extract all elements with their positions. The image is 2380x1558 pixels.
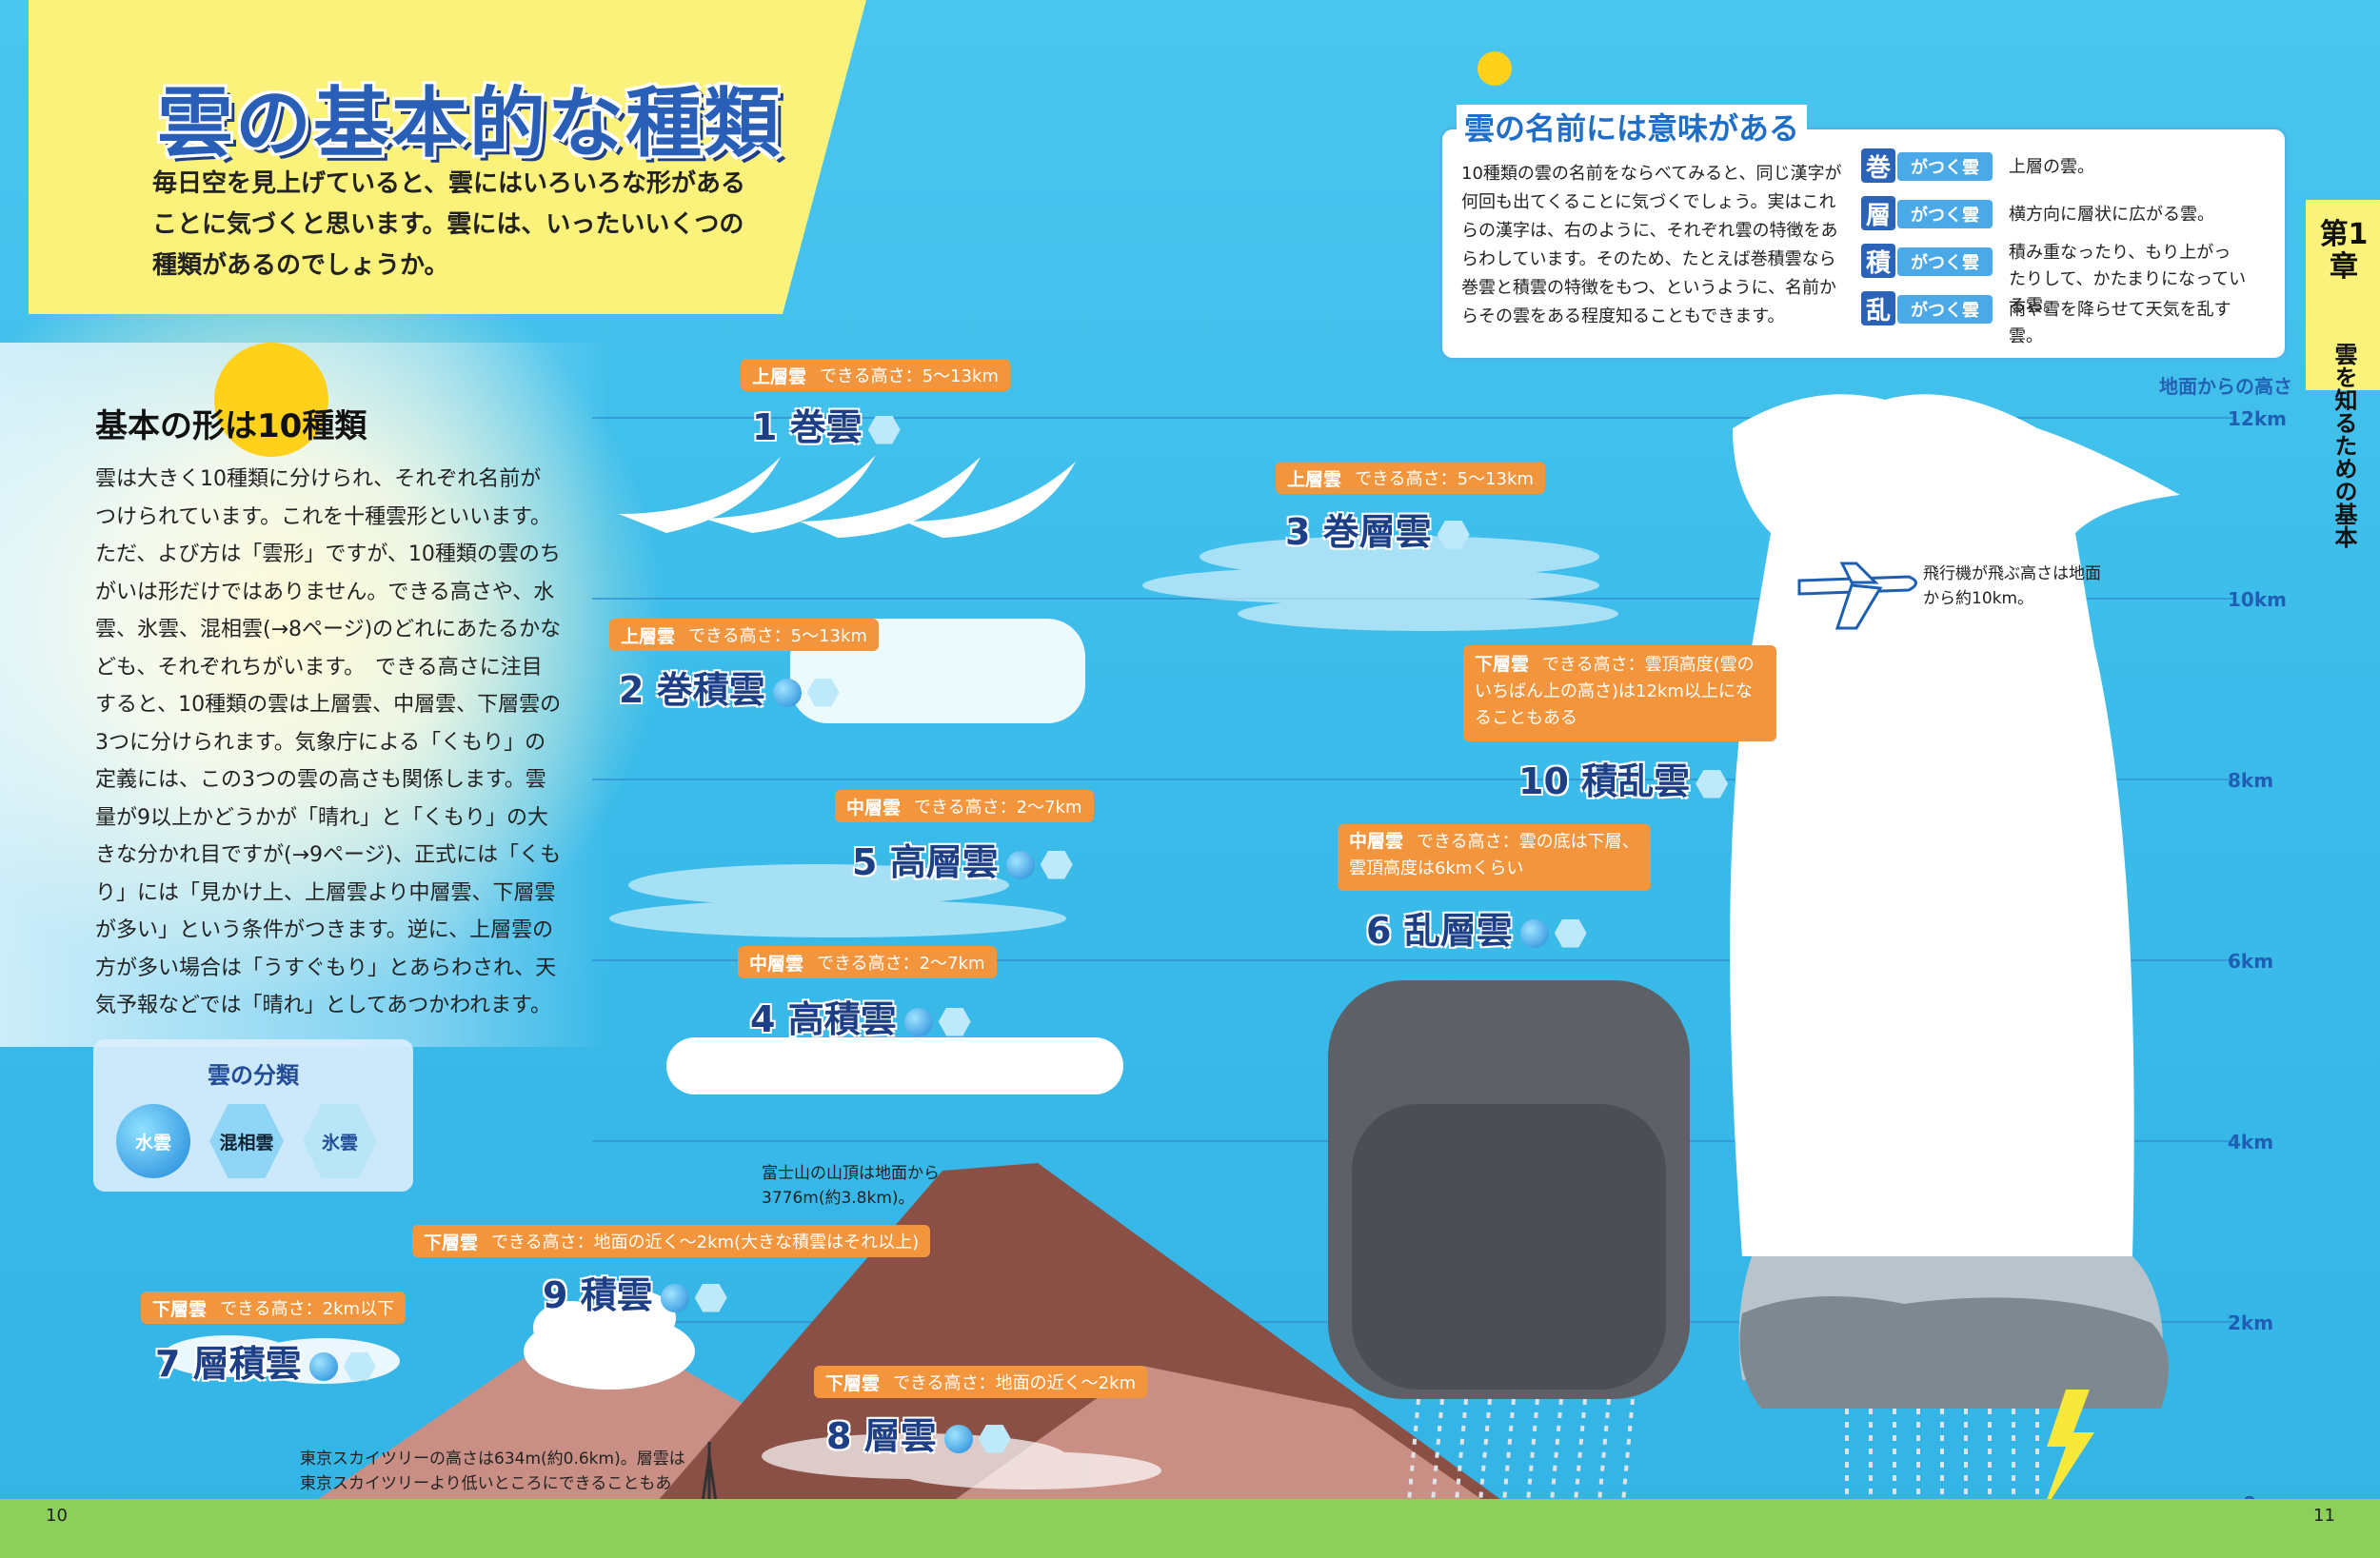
kanji-ran: 乱 <box>1861 291 1895 325</box>
cloud-name-stratocumulus: 7 層積雲 <box>155 1334 376 1387</box>
cirrostratus-cloud <box>1142 536 1618 631</box>
cloud-level-label: 下層雲できる高さ：地面の近く〜2km <box>814 1366 1148 1398</box>
cloud-level-label: 中層雲できる高さ：2〜7km <box>738 946 997 978</box>
cloud-level-label: 中層雲できる高さ：雲の底は下層、雲頂高度は6kmくらい <box>1338 824 1651 891</box>
cloud-level-label: 下層雲できる高さ：雲頂高度(雲のいちばん上の高さ)は12km以上になることもある <box>1463 645 1776 741</box>
mixed-cloud-icon <box>694 1283 727 1312</box>
water-cloud-icon <box>772 678 802 707</box>
cloud-name-nimbostratus: 6 乱層雲 <box>1366 901 1587 954</box>
water-cloud-icon <box>903 1007 933 1036</box>
water-cloud-icon <box>308 1351 338 1381</box>
section-title: 基本の形は10種類 <box>95 407 367 445</box>
altostratus-cloud <box>609 864 1066 937</box>
airplane-icon <box>1797 562 1917 630</box>
kanji-desc: 横方向に層状に広がる雲。 <box>2009 205 2214 225</box>
info-title: 雲の名前には意味がある <box>1457 105 1808 148</box>
ground <box>0 1499 2380 1558</box>
kanji-desc: 雨や雪を降らせて天気を乱す雲。 <box>2009 300 2231 346</box>
altocumulus-cloud <box>666 1037 1123 1095</box>
chapter-label: 第1章 <box>2319 218 2369 284</box>
tick-label: 12km <box>2228 407 2287 430</box>
info-text: 10種類の雲の名前をならべてみると、同じ漢字が何回も出てくることに気づくでしょう… <box>1461 164 1842 326</box>
water-cloud-icon <box>660 1283 689 1312</box>
text-background <box>0 343 609 1047</box>
rain-nimbostratus <box>1407 1398 1635 1503</box>
kanji-suffix: がつく雲 <box>1897 200 1993 228</box>
page-number-right: 11 <box>2313 1506 2335 1526</box>
rain-cumulonimbus <box>1845 1409 2039 1502</box>
page-title: 雲の基本的な種類 <box>157 79 782 168</box>
cloud-name-cumulonimbus: 10 積乱雲 <box>1518 752 1729 804</box>
legend-water-cloud: 水雲 <box>116 1104 190 1178</box>
nimbostratus-cloud <box>1328 980 1690 1399</box>
mixed-cloud-icon <box>938 1007 971 1036</box>
cumulonimbus-cloud <box>1730 394 2180 1409</box>
water-cloud-icon <box>1005 850 1035 879</box>
cloud-name-altocumulus: 4 高積雲 <box>750 990 971 1042</box>
mixed-cloud-icon <box>1040 850 1073 879</box>
cloud-name-cirrus: 1 巻雲 <box>752 398 901 450</box>
cloud-name-stratus: 8 層雲 <box>826 1407 1011 1459</box>
legend-mixed-cloud: 混相雲 <box>209 1104 284 1178</box>
mixed-cloud-icon <box>1696 769 1729 799</box>
tick-label: 2km <box>2228 1311 2274 1334</box>
cloud-name-altostratus: 5 高層雲 <box>852 833 1073 885</box>
cloud-name-cirrostratus: 3 巻層雲 <box>1285 503 1470 555</box>
ice-cloud-icon <box>1437 520 1470 549</box>
section-body: 雲は大きく10種類に分けられ、それぞれ名前がつけられています。これを十種雲形とい… <box>95 467 562 1017</box>
mixed-cloud-icon <box>978 1424 1011 1453</box>
tick-label: 4km <box>2228 1131 2274 1154</box>
ice-cloud-icon <box>867 415 901 444</box>
chapter-tab <box>2306 200 2380 390</box>
airplane-note: 飛行機が飛ぶ高さは地面から約10km。 <box>1923 564 2101 608</box>
mixed-cloud-icon <box>1554 918 1587 948</box>
cirrus-cloud <box>619 455 1076 538</box>
tick-label: 8km <box>2228 769 2274 792</box>
legend-ice-cloud: 氷雲 <box>303 1104 377 1178</box>
legend-title: 雲の分類 <box>208 1062 299 1089</box>
skytree-icon <box>701 1442 718 1503</box>
water-cloud-icon <box>943 1424 973 1453</box>
grid-line-6km <box>592 959 2234 961</box>
cloud-level-label: 上層雲できる高さ：5〜13km <box>741 359 1010 391</box>
title-panel <box>29 0 866 314</box>
lightning-icon <box>2042 1390 2094 1513</box>
fuji-note: 富士山の山頂は地面から3776m(約3.8km)。 <box>762 1164 940 1208</box>
cloud-level-label: 中層雲できる高さ：2〜7km <box>835 790 1094 822</box>
intro-text: 毎日空を見上げていると、雲にはいろいろな形があることに気づくと思います。雲には、… <box>152 169 745 280</box>
cloud-name-cumulus: 9 積雲 <box>543 1266 727 1318</box>
cloud-name-cirrocumulus: 2 巻積雲 <box>619 661 840 713</box>
ice-cloud-icon <box>806 678 840 707</box>
chapter-subtitle: 雲を知るための基本 <box>2330 343 2357 548</box>
cloud-level-label: 下層雲できる高さ：地面の近く〜2km(大きな積雲はそれ以上) <box>412 1225 931 1257</box>
kanji-suffix: がつく雲 <box>1897 247 1993 276</box>
tick-label: 10km <box>2228 588 2287 611</box>
cumulus-cloud <box>524 1290 695 1390</box>
page-number-left: 10 <box>46 1506 68 1526</box>
kanji-suffix: がつく雲 <box>1897 152 1993 181</box>
kanji-desc: 上層の雲。 <box>2009 157 2094 177</box>
skytree-note: 東京スカイツリーの高さは634m(約0.6km)。層雲は東京スカイツリーより低い… <box>300 1450 685 1518</box>
water-cloud-icon <box>1519 918 1549 948</box>
kanji-suffix: がつく雲 <box>1897 295 1993 324</box>
kanji-desc: 積み重なったり、もり上がったりして、かたまりになっている雲。 <box>2009 243 2247 316</box>
cloud-level-label: 上層雲できる高さ：5〜13km <box>1276 462 1545 494</box>
grid-line-12km <box>592 417 2234 419</box>
kanji-seki: 積 <box>1861 244 1895 278</box>
kanji-ken: 巻 <box>1861 148 1895 183</box>
sun-icon <box>214 51 1512 457</box>
mixed-cloud-icon <box>343 1351 376 1381</box>
tick-label: 6km <box>2228 950 2274 973</box>
height-scale-title: 地面からの高さ <box>2159 375 2292 398</box>
kanji-sou: 層 <box>1861 196 1895 230</box>
grid-line-8km <box>592 779 2234 780</box>
cloud-level-label: 上層雲できる高さ：5〜13km <box>609 619 879 651</box>
cloud-level-label: 下層雲できる高さ：2km以下 <box>141 1292 407 1324</box>
